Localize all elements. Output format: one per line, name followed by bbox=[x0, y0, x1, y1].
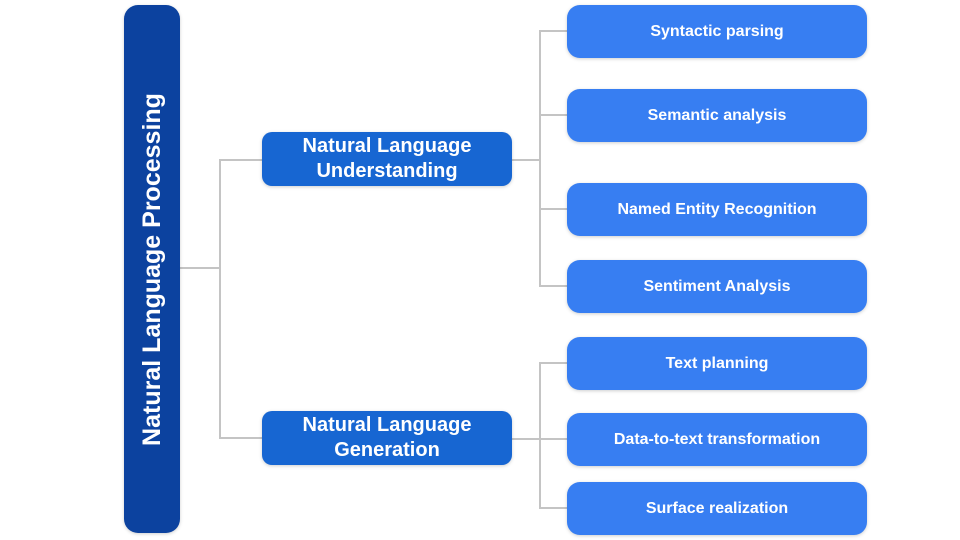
connector-to-surface-realization bbox=[539, 507, 567, 509]
connector-to-data-to-text-transformation bbox=[512, 438, 567, 440]
connector-to-syntactic-parsing bbox=[539, 30, 567, 32]
leaf-label: Sentiment Analysis bbox=[643, 277, 791, 295]
connector-to-sentiment-analysis bbox=[539, 285, 567, 287]
leaf-label: Named Entity Recognition bbox=[617, 200, 817, 218]
leaf-node-semantic-analysis: Semantic analysis bbox=[567, 89, 867, 142]
leaf-label: Semantic analysis bbox=[647, 106, 787, 124]
branch-nlg-label: Natural Language Generation bbox=[302, 414, 472, 461]
leaf-label: Text planning bbox=[665, 354, 769, 372]
connector-to-nlg bbox=[219, 437, 262, 439]
branch-node-natural-language-generation: Natural Language Generation bbox=[262, 411, 512, 465]
connector-to-text-planning bbox=[539, 362, 567, 364]
leaf-label: Data-to-text transformation bbox=[613, 430, 821, 448]
connector-left-trunk bbox=[219, 159, 221, 439]
leaf-label: Surface realization bbox=[645, 499, 789, 517]
connector-nlu-trunk bbox=[539, 30, 541, 287]
connector-root-stub bbox=[180, 267, 220, 269]
branch-node-natural-language-understanding: Natural Language Understanding bbox=[262, 132, 512, 186]
leaf-node-text-planning: Text planning bbox=[567, 337, 867, 390]
root-node-natural-language-processing: Natural Language Processing bbox=[124, 5, 180, 533]
connector-to-nlu bbox=[219, 159, 262, 161]
root-node-label: Natural Language Processing bbox=[137, 92, 166, 446]
leaf-node-named-entity-recognition: Named Entity Recognition bbox=[567, 183, 867, 236]
connector-nlg-trunk bbox=[539, 362, 541, 509]
leaf-node-sentiment-analysis: Sentiment Analysis bbox=[567, 260, 867, 313]
leaf-node-surface-realization: Surface realization bbox=[567, 482, 867, 535]
connector-to-named-entity-recognition bbox=[539, 208, 567, 210]
connector-nlu-stub bbox=[512, 159, 541, 161]
leaf-label: Syntactic parsing bbox=[650, 22, 784, 40]
branch-nlu-label: Natural Language Understanding bbox=[302, 135, 472, 182]
leaf-node-syntactic-parsing: Syntactic parsing bbox=[567, 5, 867, 58]
connector-to-semantic-analysis bbox=[539, 114, 567, 116]
leaf-node-data-to-text-transformation: Data-to-text transformation bbox=[567, 413, 867, 466]
